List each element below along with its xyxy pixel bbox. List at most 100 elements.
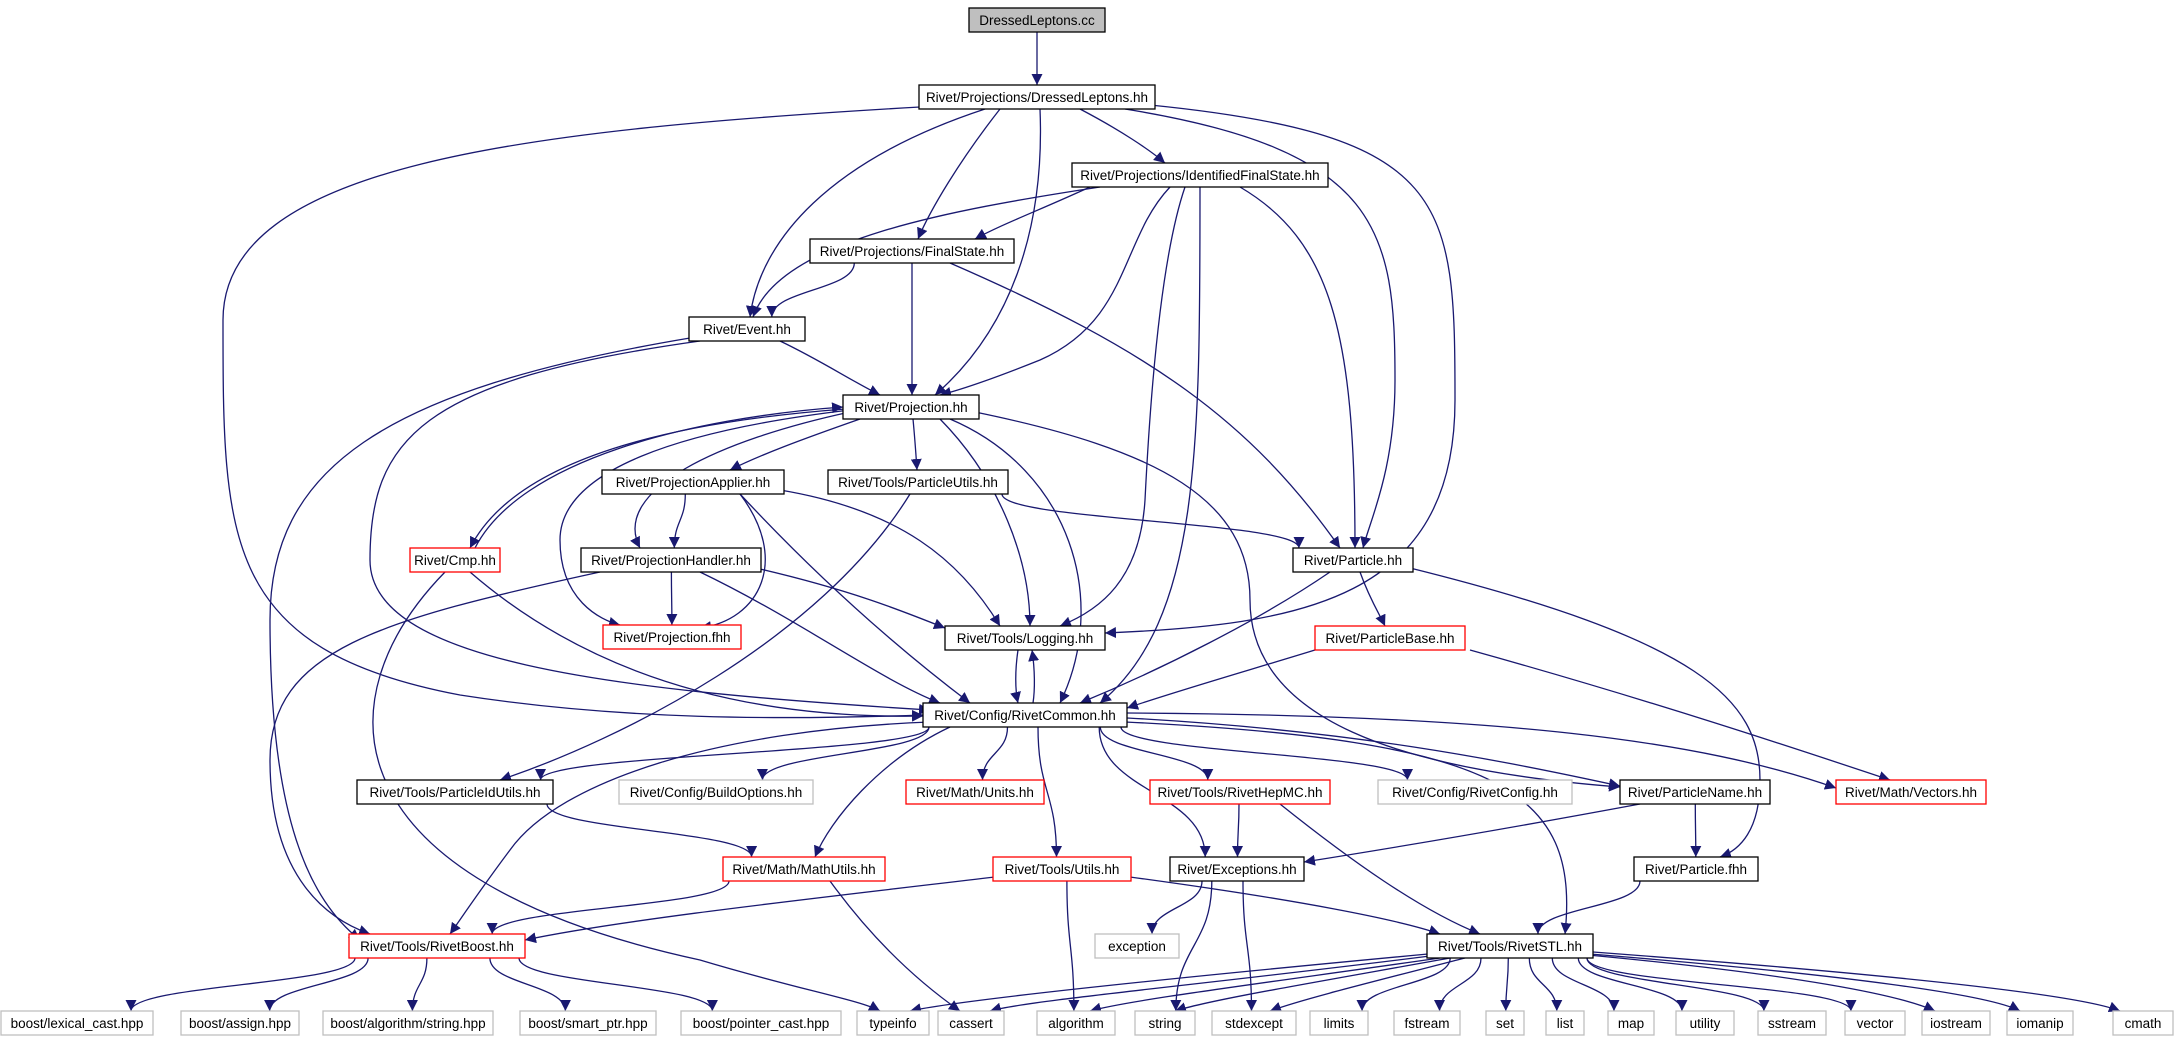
- node-cmath[interactable]: cmath: [2112, 1010, 2174, 1036]
- node-event-hh[interactable]: Rivet/Event.hh: [688, 316, 806, 342]
- node-box: [722, 856, 886, 882]
- node-buildoptions-hh[interactable]: Rivet/Config/BuildOptions.hh: [618, 779, 814, 805]
- node-vector[interactable]: vector: [1844, 1010, 1906, 1036]
- edge-dressedleptons_hh-to-identifiedfs_hh: [1079, 108, 1166, 164]
- node-label: sstream: [1768, 1016, 1816, 1031]
- node-particle-fhh[interactable]: Rivet/Particle.fhh: [1633, 856, 1759, 882]
- node-label: DressedLeptons.cc: [979, 13, 1095, 28]
- node-box: [1149, 779, 1331, 805]
- node-label: Rivet/Cmp.hh: [414, 553, 496, 568]
- node-rivethepmc-hh[interactable]: Rivet/Tools/RivetHepMC.hh: [1149, 779, 1331, 805]
- node-rivetstl-hh[interactable]: Rivet/Tools/RivetSTL.hh: [1426, 933, 1594, 959]
- edge-utils_hh-to-algorithm: [1066, 880, 1080, 1012]
- edge-projapplier_hh-to-projection_fhh: [699, 493, 766, 632]
- node-projection-fhh[interactable]: Rivet/Projection.fhh: [602, 624, 742, 650]
- node-label: Rivet/Tools/Logging.hh: [957, 631, 1094, 646]
- node-mathutils-hh[interactable]: Rivet/Math/MathUtils.hh: [722, 856, 886, 882]
- node-finalstate-hh[interactable]: Rivet/Projections/FinalState.hh: [809, 238, 1015, 264]
- node-algo-string[interactable]: boost/algorithm/string.hpp: [322, 1010, 494, 1036]
- edge-rivetstl_hh-to-set: [1500, 957, 1512, 1012]
- node-iostream[interactable]: iostream: [1921, 1010, 1991, 1036]
- node-vectors-hh[interactable]: Rivet/Math/Vectors.hh: [1835, 779, 1987, 805]
- node-box: [1633, 856, 1759, 882]
- edge-rivetstl_hh-to-cmath: [1592, 951, 2121, 1013]
- node-box: [922, 702, 1128, 728]
- node-smart-ptr[interactable]: boost/smart_ptr.hpp: [519, 1010, 657, 1036]
- node-box: [1036, 1010, 1116, 1036]
- node-fstream[interactable]: fstream: [1393, 1010, 1461, 1036]
- edge-identifiedfs_hh-to-rivetcommon_hh: [1099, 186, 1201, 704]
- node-particle-hh[interactable]: Rivet/Particle.hh: [1292, 547, 1414, 573]
- node-list[interactable]: list: [1545, 1010, 1585, 1036]
- node-box: [905, 779, 1045, 805]
- node-box: [1619, 779, 1771, 805]
- edge-rivetcommon_hh-to-rivetboost_hh: [449, 721, 931, 935]
- node-box: [1921, 1010, 1991, 1036]
- edge-dressedleptons_hh-to-finalstate_hh: [917, 108, 1001, 240]
- node-label: map: [1618, 1016, 1644, 1031]
- node-sstream[interactable]: sstream: [1757, 1010, 1827, 1036]
- node-rivetconfig-hh[interactable]: Rivet/Config/RivetConfig.hh: [1377, 779, 1573, 805]
- node-rivetboost-hh[interactable]: Rivet/Tools/RivetBoost.hh: [348, 933, 526, 959]
- node-projapplier-hh[interactable]: Rivet/ProjectionApplier.hh: [601, 469, 785, 495]
- node-lexical-cast[interactable]: boost/lexical_cast.hpp: [0, 1010, 154, 1036]
- node-particleidutils-hh[interactable]: Rivet/Tools/ParticleIdUtils.hh: [356, 779, 554, 805]
- node-label: Rivet/Math/MathUtils.hh: [732, 862, 875, 877]
- node-limits[interactable]: limits: [1309, 1010, 1369, 1036]
- edge-rivetboost_hh-to-lexical_cast: [125, 957, 356, 1012]
- edge-particle_hh-to-particle_fhh: [1409, 567, 1761, 859]
- node-label: exception: [1108, 939, 1166, 954]
- node-exceptions-hh[interactable]: Rivet/Exceptions.hh: [1169, 856, 1305, 882]
- node-particlename-hh[interactable]: Rivet/ParticleName.hh: [1619, 779, 1771, 805]
- node-box: [968, 7, 1106, 33]
- node-pointer-cast[interactable]: boost/pointer_cast.hpp: [680, 1010, 842, 1036]
- node-label: algorithm: [1048, 1016, 1104, 1031]
- node-projection-hh[interactable]: Rivet/Projection.hh: [842, 394, 980, 420]
- node-cassert[interactable]: cassert: [937, 1010, 1005, 1036]
- node-iomanip[interactable]: iomanip: [2006, 1010, 2074, 1036]
- node-label: Rivet/Config/RivetConfig.hh: [1392, 785, 1558, 800]
- edge-rivetstl_hh-to-algorithm: [1089, 957, 1441, 1014]
- node-dressedleptons-cc[interactable]: DressedLeptons.cc: [968, 7, 1106, 33]
- edge-finalstate_hh-to-event_hh: [766, 262, 855, 318]
- node-box: [580, 547, 762, 573]
- node-map[interactable]: map: [1607, 1010, 1655, 1036]
- node-units-hh[interactable]: Rivet/Math/Units.hh: [905, 779, 1045, 805]
- edge-exceptions_hh-to-string: [1170, 880, 1213, 1012]
- node-cmp-hh[interactable]: Rivet/Cmp.hh: [409, 547, 501, 573]
- node-box: [602, 624, 742, 650]
- node-label: Rivet/Event.hh: [703, 322, 791, 337]
- node-label: boost/smart_ptr.hpp: [528, 1016, 647, 1031]
- node-dressedleptons-hh[interactable]: Rivet/Projections/DressedLeptons.hh: [918, 84, 1156, 110]
- edge-dressedleptons_hh-to-rivetcommon_hh: [222, 106, 924, 721]
- node-particleutils-hh[interactable]: Rivet/Tools/ParticleUtils.hh: [827, 469, 1009, 495]
- node-projhandler-hh[interactable]: Rivet/ProjectionHandler.hh: [580, 547, 762, 573]
- node-utils-hh[interactable]: Rivet/Tools/Utils.hh: [992, 856, 1132, 882]
- node-label: set: [1496, 1016, 1514, 1031]
- edge-rivetcommon_hh-to-utils_hh: [1037, 726, 1062, 858]
- node-rivetcommon-hh[interactable]: Rivet/Config/RivetCommon.hh: [922, 702, 1128, 728]
- edge-rivetstl_hh-to-typeinfo: [909, 953, 1429, 1015]
- nodes-layer: DressedLeptons.ccRivet/Projections/Dress…: [0, 7, 2174, 1036]
- node-set[interactable]: set: [1485, 1010, 1525, 1036]
- node-utility[interactable]: utility: [1675, 1010, 1735, 1036]
- node-identifiedfs-hh[interactable]: Rivet/Projections/IdentifiedFinalState.h…: [1071, 162, 1329, 188]
- edge-projection_hh-to-rivetcommon_hh: [949, 418, 1082, 704]
- node-string[interactable]: string: [1134, 1010, 1196, 1036]
- node-label: Rivet/Math/Units.hh: [916, 785, 1034, 800]
- edge-projhandler_hh-to-logging_hh: [759, 568, 946, 630]
- node-box: [937, 1010, 1005, 1036]
- node-particlebase-hh[interactable]: Rivet/ParticleBase.hh: [1314, 625, 1466, 651]
- edge-rivetstl_hh-to-iostream: [1587, 954, 1936, 1012]
- node-label: Rivet/Projections/FinalState.hh: [820, 244, 1005, 259]
- node-label: Rivet/ParticleBase.hh: [1325, 631, 1454, 646]
- node-exception[interactable]: exception: [1094, 933, 1180, 959]
- node-logging-hh[interactable]: Rivet/Tools/Logging.hh: [944, 625, 1106, 651]
- node-box: [1835, 779, 1987, 805]
- node-algorithm[interactable]: algorithm: [1036, 1010, 1116, 1036]
- node-typeinfo[interactable]: typeinfo: [856, 1010, 930, 1036]
- node-stdexcept[interactable]: stdexcept: [1211, 1010, 1297, 1036]
- node-assign[interactable]: boost/assign.hpp: [180, 1010, 300, 1036]
- node-label: Rivet/Projections/DressedLeptons.hh: [926, 90, 1148, 105]
- edge-projapplier_hh-to-rivetcommon_hh: [739, 493, 971, 704]
